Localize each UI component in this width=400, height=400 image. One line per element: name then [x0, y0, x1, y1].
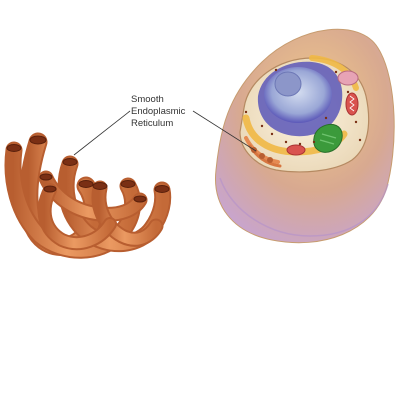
ser-opening [62, 158, 78, 166]
leader-line-to-ser [73, 110, 131, 156]
ser-opening [92, 182, 108, 190]
ser-opening [120, 180, 136, 188]
cell-cross-section-illustration [215, 28, 395, 244]
cell-lower-rim [219, 177, 389, 237]
ser-opening [29, 135, 47, 145]
mitochondrion-2 [286, 144, 306, 156]
label-line-2: Endoplasmic [131, 106, 186, 117]
ser-opening [78, 180, 94, 188]
ser-opening [39, 173, 53, 181]
leader-line-to-cell [192, 110, 257, 152]
nucleolus [274, 71, 302, 97]
smooth-er-label: Smooth Endoplasmic Reticulum [131, 94, 221, 130]
ser-opening [133, 195, 147, 203]
ser-opening [154, 185, 170, 193]
mitochondrion [345, 92, 359, 116]
label-line-1: Smooth [131, 94, 164, 105]
ser-opening [43, 185, 57, 193]
label-line-3: Reticulum [131, 118, 174, 129]
ser-opening [6, 144, 22, 152]
ribosome-dots [244, 68, 362, 146]
smooth-er-illustration [4, 132, 172, 259]
green-organelle [313, 123, 343, 153]
nucleus [264, 67, 332, 123]
vacuole [337, 70, 359, 86]
